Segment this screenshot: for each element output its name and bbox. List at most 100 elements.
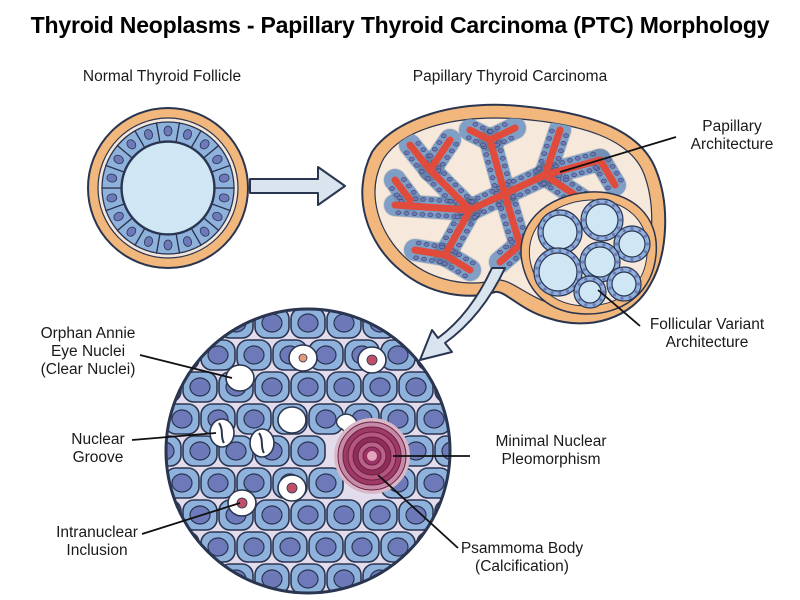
zoomed-cell-view (164, 307, 452, 595)
label-orphan-annie-nuclei: Orphan Annie Eye Nuclei (Clear Nuclei) (40, 325, 136, 378)
tumor-nucleus (189, 441, 211, 461)
leader-follicular (597, 289, 641, 327)
follicle-nucleus (126, 139, 137, 150)
tumor-nucleus (243, 537, 265, 557)
follicle-nucleus (113, 154, 124, 165)
follicle-nucleus (113, 211, 124, 222)
label-intranuclear-inclusion: Intranuclear Inclusion (56, 524, 138, 559)
follicle-nucleus (218, 173, 230, 183)
fibrovascular-core (411, 246, 449, 259)
normal-thyroid-follicle (87, 107, 249, 269)
tumor-nucleus (261, 377, 283, 397)
fibrovascular-core (441, 251, 474, 274)
fibrovascular-core (486, 136, 509, 199)
tumor-nucleus (315, 537, 337, 557)
leader-nuclear-groove (131, 432, 217, 441)
tumor-nucleus (315, 345, 337, 365)
ptc-heading: Papillary Thyroid Carcinoma (412, 68, 608, 85)
zoom-arrow (419, 267, 506, 361)
tumor-nucleus (207, 537, 229, 557)
follicular-variant-follicle (585, 203, 619, 237)
fibrovascular-core (406, 141, 434, 174)
tumor-nucleus (369, 505, 391, 525)
tumor-nucleus (243, 409, 265, 429)
follicular-variant-follicle (611, 271, 637, 297)
colloid (121, 141, 215, 235)
transition-arrow (249, 166, 346, 206)
tumor-nucleus (279, 537, 301, 557)
tumor-nucleus (207, 473, 229, 493)
follicular-variant-follicle (542, 214, 578, 250)
tumor-nucleus (297, 441, 319, 461)
ptc-tumor-mass (361, 103, 667, 325)
nuclear-groove (258, 432, 265, 454)
tumor-nucleus (423, 409, 445, 429)
label-minimal-pleomorphism: Minimal Nuclear Pleomorphism (495, 433, 607, 468)
label-papillary-architecture: Papillary Architecture (690, 118, 774, 153)
follicle-nucleus (218, 193, 230, 203)
tumor-nucleus (423, 537, 445, 557)
leader-lines (131, 136, 677, 549)
follicle-nucleus (199, 226, 210, 237)
clear-nucleus (225, 364, 255, 392)
follicle-nucleus (163, 239, 173, 251)
follicle-nucleus (143, 236, 154, 247)
leader-intranuclear-inclusion (141, 502, 241, 535)
follicle-nucleus (199, 139, 210, 150)
follicle-nucleus (106, 173, 118, 183)
leader-orphan-annie (139, 354, 233, 379)
tumor-nucleus (387, 345, 409, 365)
tumor-nucleus (369, 377, 391, 397)
clear-nucleus (277, 406, 307, 434)
follicle-nucleus (143, 129, 154, 140)
fibrovascular-core (391, 176, 414, 204)
fibrovascular-core (391, 201, 474, 214)
tumor-nucleus (441, 441, 450, 461)
nuclear-groove (218, 422, 225, 444)
tumor-nucleus (405, 505, 427, 525)
leader-papillary (559, 136, 677, 173)
tumor-nucleus (405, 377, 427, 397)
tumor-nucleus (171, 537, 193, 557)
label-nuclear-groove: Nuclear Groove (71, 431, 125, 466)
tumor-nucleus (166, 441, 175, 461)
leader-psammoma (377, 474, 459, 549)
intranuclear-inclusion (236, 497, 248, 509)
follicular-variant-follicle (578, 280, 602, 304)
tumor-nucleus (315, 473, 337, 493)
follicular-variant-follicle (618, 230, 646, 258)
fibrovascular-core (441, 206, 474, 259)
fibrovascular-core (496, 241, 524, 266)
fibrovascular-core (426, 136, 454, 174)
psammoma-body (334, 418, 410, 494)
follicle-nucleus (212, 211, 223, 222)
tumor-nucleus (297, 505, 319, 525)
tumor-nucleus (387, 537, 409, 557)
tumor-nucleus (207, 345, 229, 365)
label-psammoma-body: Psammoma Body (Calcification) (460, 540, 584, 575)
tumor-nucleus (297, 569, 319, 589)
tumor-nucleus (166, 377, 175, 397)
tumor-nucleus (171, 409, 193, 429)
follicle-nucleus (182, 129, 193, 140)
follicle-nucleus (126, 226, 137, 237)
label-follicular-variant: Follicular Variant Architecture (649, 316, 765, 351)
intranuclear-inclusion (286, 482, 298, 494)
tumor-nucleus (297, 313, 319, 333)
intranuclear-inclusion (366, 354, 378, 366)
follicular-variant-follicle (538, 252, 578, 292)
tumor-cell (166, 435, 182, 467)
diagram-title: Thyroid Neoplasms - Papillary Thyroid Ca… (30, 12, 770, 38)
tumor-nucleus (333, 505, 355, 525)
follicular-variant-follicle (584, 246, 616, 278)
tumor-nucleus (243, 345, 265, 365)
follicle-nucleus (163, 125, 173, 137)
tumor-cell (434, 435, 450, 467)
tumor-nucleus (297, 377, 319, 397)
fibrovascular-core (426, 166, 474, 214)
fibrovascular-core (541, 126, 564, 179)
tumor-nucleus (351, 537, 373, 557)
follicle-nucleus (182, 236, 193, 247)
fibrovascular-core (466, 126, 494, 144)
